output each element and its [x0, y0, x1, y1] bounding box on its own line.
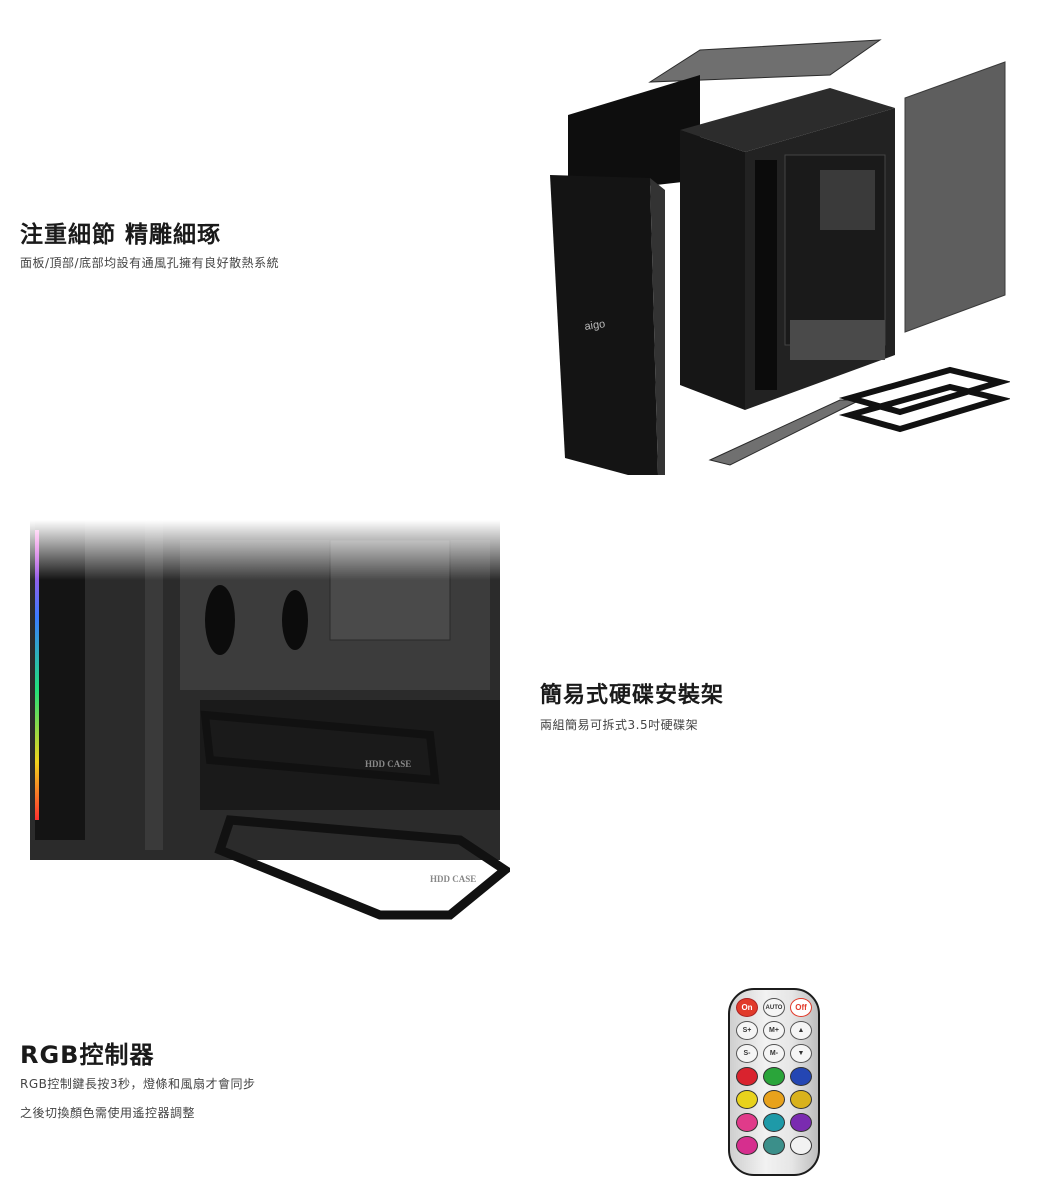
vent-column [145, 520, 163, 850]
section-description-hdd: 兩組簡易可拆式3.5吋硬碟架 [540, 718, 699, 732]
remote-button-m-: M- [763, 1044, 785, 1063]
remote-color-button [763, 1136, 785, 1155]
remote-color-button [736, 1136, 758, 1155]
section-title-rgb: RGB控制器 [20, 1041, 155, 1069]
remote-button-▼: ▼ [790, 1044, 812, 1063]
remote-button-s+: S+ [736, 1021, 758, 1040]
chassis-frame [680, 88, 895, 410]
right-glass-panel [904, 61, 1006, 333]
remote-button-on: On [736, 998, 758, 1017]
section-description-details: 面板/頂部/底部均設有通風孔擁有良好散熱系統 [20, 256, 280, 270]
front-panel: aigo [550, 175, 665, 475]
remote-color-button [763, 1113, 785, 1132]
remote-color-button [736, 1113, 758, 1132]
remote-color-button [763, 1090, 785, 1109]
hdd-tray-upper: HDD CASE [200, 710, 440, 785]
remote-color-button [763, 1067, 785, 1086]
remote-color-button [790, 1090, 812, 1109]
section-description-rgb-line2: 之後切換顏色需使用遙控器調整 [20, 1106, 196, 1120]
section-title-hdd: 簡易式硬碟安裝架 [540, 683, 725, 708]
section-rgb-controller: RGB控制器 RGB控制鍵長按3秒，燈條和風扇才會同步 之後切換顏色需使用遙控器… [0, 960, 1040, 1200]
tray-label-lower: HDD CASE [430, 874, 476, 884]
section-description-rgb-line1: RGB控制鍵長按3秒，燈條和風扇才會同步 [20, 1077, 256, 1091]
remote-button-auto: AUTO [763, 998, 785, 1017]
hdd-bay-image: HDD CASE HDD CASE [30, 520, 510, 920]
section-details: 注重細節 精雕細琢 面板/頂部/底部均設有通風孔擁有良好散熱系統 aigo [0, 0, 1040, 490]
front-logo: aigo [584, 318, 606, 333]
remote-color-button [736, 1067, 758, 1086]
rgb-light-strip [35, 530, 39, 820]
remote-color-button [736, 1090, 758, 1109]
tray-label-upper: HDD CASE [365, 759, 411, 769]
remote-color-button [790, 1067, 812, 1086]
remote-button-▲: ▲ [790, 1021, 812, 1040]
remote-color-button [790, 1113, 812, 1132]
remote-color-button [790, 1136, 812, 1155]
top-dust-filter [648, 39, 882, 83]
section-title-details: 注重細節 精雕細琢 [20, 222, 222, 248]
bottom-dust-filter [708, 399, 861, 466]
exploded-case-image: aigo [550, 39, 1010, 475]
remote-button-s-: S- [736, 1044, 758, 1063]
remote-button-off: Off [790, 998, 812, 1017]
left-side-panel [568, 75, 700, 195]
section-hdd-bay: HDD CASE HDD CASE 簡易式硬碟安裝架 兩組簡易可拆式3.5吋硬碟… [0, 490, 1040, 960]
hdd-tray-lower: HDD CASE [214, 815, 510, 920]
top-fade [30, 520, 510, 580]
hdd-trays-image [838, 366, 1010, 433]
remote-button-m+: M+ [763, 1021, 785, 1040]
